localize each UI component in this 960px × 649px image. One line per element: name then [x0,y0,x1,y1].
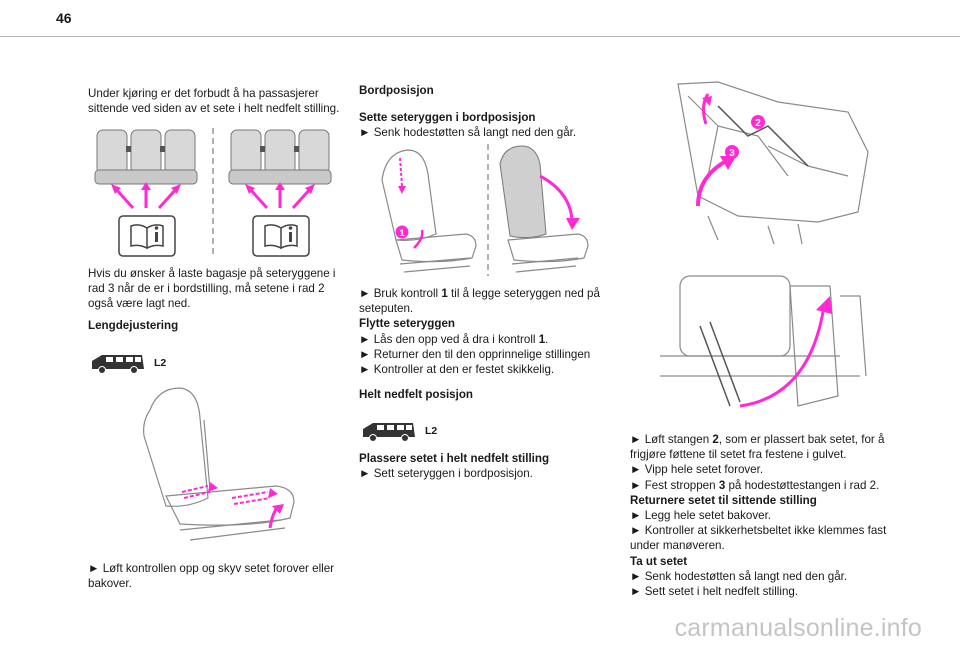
table-position-steps-2: ► Bruk kontroll 1 til å legge seteryggen… [359,287,600,377]
return-seat-figure [640,256,880,424]
length-adjust-instruction: ► Løft kontrollen opp og skyv setet foro… [88,562,335,591]
length-adjust-figure [120,380,320,555]
page-number: 46 [56,10,72,26]
van-icon [92,355,144,374]
heading-helt-nedfelt: Helt nedfelt posisjon [359,388,474,401]
table-position-figure: 1 [370,140,610,280]
fold-flat-steps: Plassere setet i helt nedfelt stilling ►… [359,452,550,481]
row3-seats-figure [93,122,343,262]
badge-label: L2 [425,425,438,437]
fold-flat-steps-2: ► Løft stangen 2, som er plassert bak se… [630,433,887,599]
figure-label-2: 2 [755,118,761,129]
figure-label-3: 3 [729,148,735,159]
tilt-seat-figure: 2 3 [648,76,880,248]
heading-lengdejustering: Lengdejustering [88,319,179,332]
intro-paragraph: Under kjøring er det forbudt å ha passas… [88,87,340,116]
manual-book-icon [118,215,310,257]
vehicle-badge-l2: L2 [88,351,166,375]
vehicle-badge-l2-2: L2 [359,419,437,443]
figure-label-1: 1 [399,228,404,238]
badge-label: L2 [154,357,167,369]
van-icon [363,423,415,442]
heading-bordposisjon: Bordposisjon [359,84,434,97]
header-rule [0,36,960,37]
watermark: carmanualsonline.info [674,614,922,642]
table-position-steps: Sette seteryggen i bordposisjon ► Senk h… [359,111,577,140]
luggage-note: Hvis du ønsker å laste bagasje på setery… [88,267,336,311]
